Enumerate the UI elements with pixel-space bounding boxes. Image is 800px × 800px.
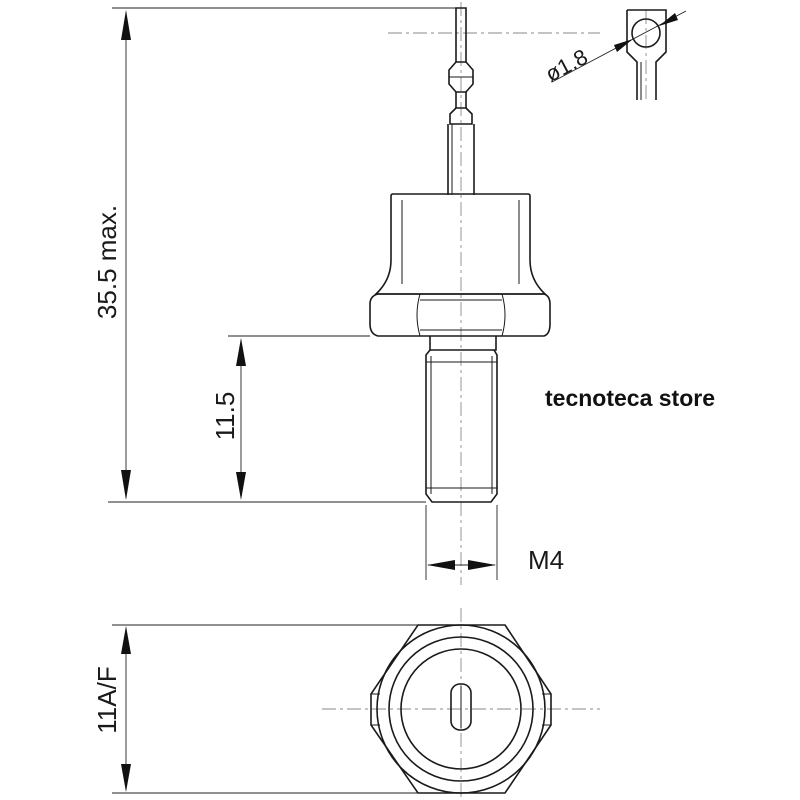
watermark-text: tecnoteca store bbox=[545, 385, 716, 411]
terminal-lead bbox=[447, 7, 475, 195]
terminal-hole-detail bbox=[551, 9, 687, 100]
hex-nut-side bbox=[369, 293, 551, 337]
overall-height-label: 35.5 max. bbox=[92, 205, 122, 319]
thread-size-label: M4 bbox=[528, 545, 564, 575]
diode-body bbox=[373, 193, 548, 295]
dim-thread-size bbox=[425, 505, 498, 580]
dim-thread-length bbox=[228, 335, 370, 500]
threaded-stud bbox=[425, 336, 498, 503]
hex-bottom-view bbox=[370, 624, 552, 794]
terminal-hole-label: ø1.8 bbox=[541, 44, 592, 87]
dim-across-flats bbox=[112, 624, 418, 794]
thread-length-label: 11.5 bbox=[210, 392, 240, 441]
dim-overall-height bbox=[108, 7, 456, 503]
across-flats-label: 11A/F bbox=[92, 666, 122, 733]
